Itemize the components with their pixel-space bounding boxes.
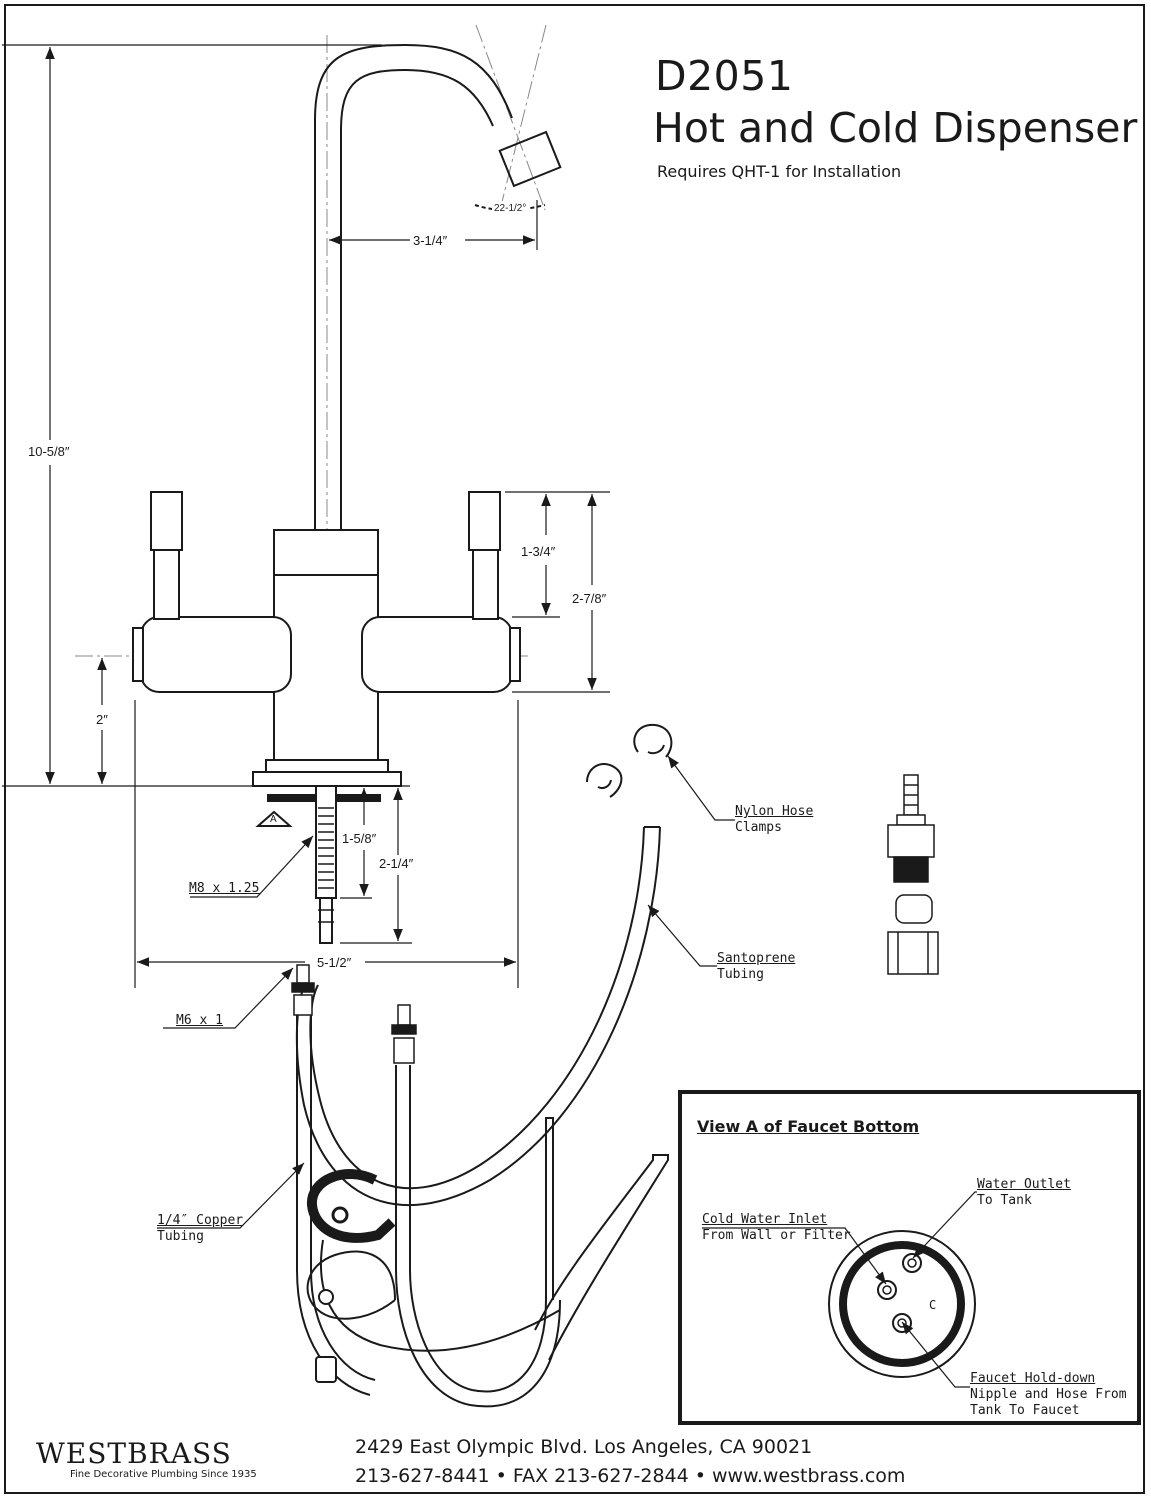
faucet-spout: [314, 43, 562, 530]
shank-length-dimension: 1-5/8″: [340, 831, 379, 846]
handle-total-dimension: 2-7/8″: [570, 591, 609, 606]
c-marker: C: [929, 1298, 937, 1312]
product-title: Hot and Cold Dispenser: [653, 104, 1138, 152]
santoprene-tubing: [295, 826, 661, 1207]
angle-label: 22-1/2°: [492, 201, 529, 216]
installation-requirement: Requires QHT-1 for Installation: [657, 162, 902, 181]
cold-inlet-label: Cold Water Inlet From Wall or Filter: [702, 1212, 851, 1243]
brand-logo: WESTBRASS: [36, 1437, 232, 1470]
holddown-bracket: [306, 1169, 396, 1383]
view-a-title: View A of Faucet Bottom: [697, 1117, 920, 1136]
copper-tubing-label: 1/4″ Copper Tubing: [157, 1213, 244, 1244]
shank-total-dimension: 2-1/4″: [377, 856, 416, 871]
copper-tubing: [296, 1015, 669, 1408]
tube-thread-label: M6 x 1: [176, 1013, 223, 1028]
reach-dimension: 3-1/4″: [411, 233, 450, 248]
leader-lines: [157, 755, 977, 1388]
company-address: 2429 East Olympic Blvd. Los Angeles, CA …: [355, 1436, 813, 1458]
model-number: D2051: [655, 52, 794, 100]
brand-tagline: Fine Decorative Plumbing Since 1935: [70, 1469, 257, 1480]
view-a-marker: A: [270, 814, 277, 825]
shank-thread-label: M8 x 1.25: [189, 881, 260, 896]
compression-fittings: [887, 774, 939, 975]
page-border: [4, 4, 1145, 1494]
nylon-clamps-label: Nylon Hose Clamps: [735, 804, 814, 835]
hose-clamps: [586, 723, 673, 798]
height-dimension: 10-5/8″: [26, 444, 72, 459]
width-dimension: 5-1/2″: [315, 955, 354, 970]
base-to-center-dimension: 2″: [94, 712, 110, 727]
company-contact: 213-627-8441 • FAX 213-627-2844 • www.we…: [355, 1465, 906, 1487]
santoprene-tubing-label: Santoprene Tubing: [717, 951, 796, 982]
handle-height-dimension: 1-3/4″: [519, 544, 558, 559]
dimension-lines: [2, 44, 610, 988]
view-a-panel: [678, 1090, 1141, 1425]
faucet-body: [132, 491, 521, 787]
water-outlet-label: Water Outlet To Tank: [977, 1177, 1071, 1208]
tube-fittings: [291, 964, 417, 1064]
holddown-label: Faucet Hold-down Nipple and Hose From Ta…: [970, 1371, 1127, 1418]
shank: [255, 785, 381, 944]
